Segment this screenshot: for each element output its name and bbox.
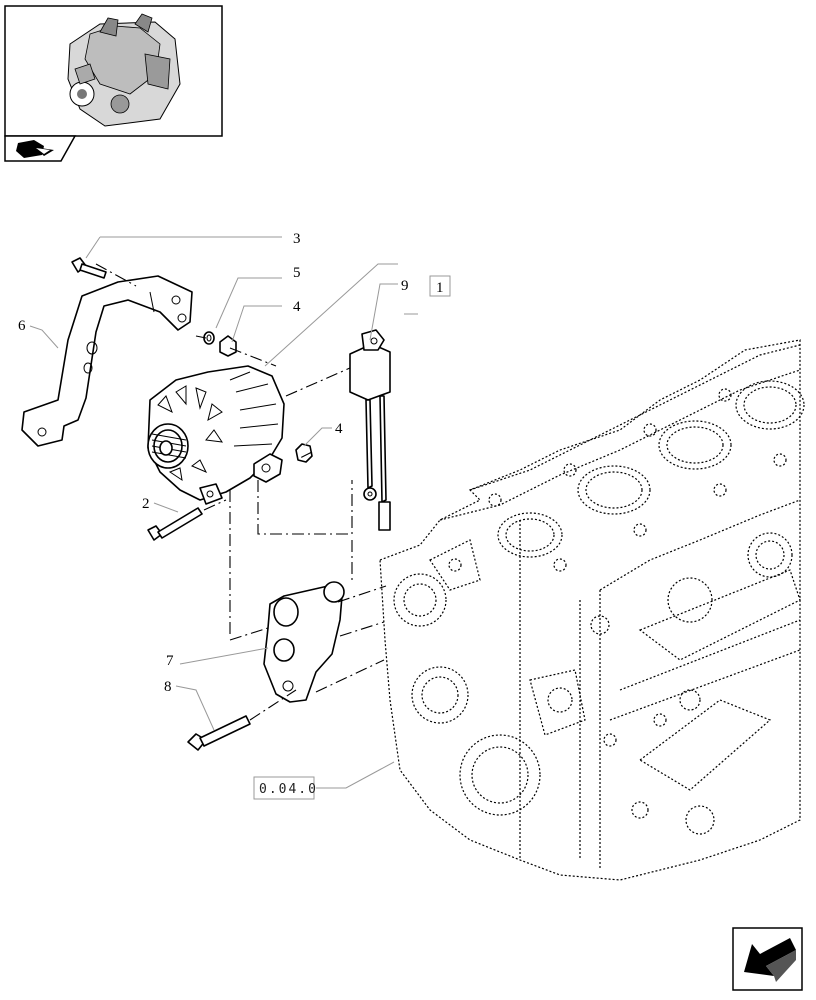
callout-4-upper: 4 bbox=[293, 299, 301, 315]
alternator-part[interactable] bbox=[147, 365, 285, 505]
book-arrow-icon[interactable] bbox=[4, 135, 77, 162]
callout-8: 8 bbox=[164, 679, 172, 695]
callout-7: 7 bbox=[166, 653, 174, 669]
engine-block-reference-box[interactable]: 0.04.0 bbox=[253, 776, 318, 800]
callout-3: 3 bbox=[293, 231, 301, 247]
mounting-bracket-part[interactable] bbox=[263, 581, 345, 703]
kit-reference-label: 1 bbox=[436, 280, 444, 296]
engine-block-reference-label: 0.04.0 bbox=[259, 782, 318, 797]
nut-part-lower[interactable] bbox=[295, 443, 313, 463]
regulator-cable-part[interactable] bbox=[349, 329, 391, 531]
callout-4-lower: 4 bbox=[335, 421, 343, 437]
assembly-lines bbox=[95, 263, 387, 721]
callout-5: 5 bbox=[293, 265, 301, 281]
callout-6: 6 bbox=[18, 318, 26, 334]
flange-bolt-part[interactable] bbox=[187, 715, 251, 751]
leader-lines bbox=[29, 236, 418, 789]
bolt-part[interactable] bbox=[71, 257, 107, 279]
kit-reference-box[interactable]: 1 bbox=[429, 275, 451, 297]
bracket-part[interactable] bbox=[21, 275, 193, 447]
next-page-arrow-icon[interactable] bbox=[732, 927, 803, 991]
callout-2: 2 bbox=[142, 496, 150, 512]
nut-part[interactable] bbox=[219, 335, 237, 357]
engine-thumbnail[interactable] bbox=[4, 5, 223, 137]
engine-block bbox=[379, 339, 805, 881]
callout-9: 9 bbox=[401, 278, 409, 294]
long-bolt-part[interactable] bbox=[147, 507, 203, 541]
